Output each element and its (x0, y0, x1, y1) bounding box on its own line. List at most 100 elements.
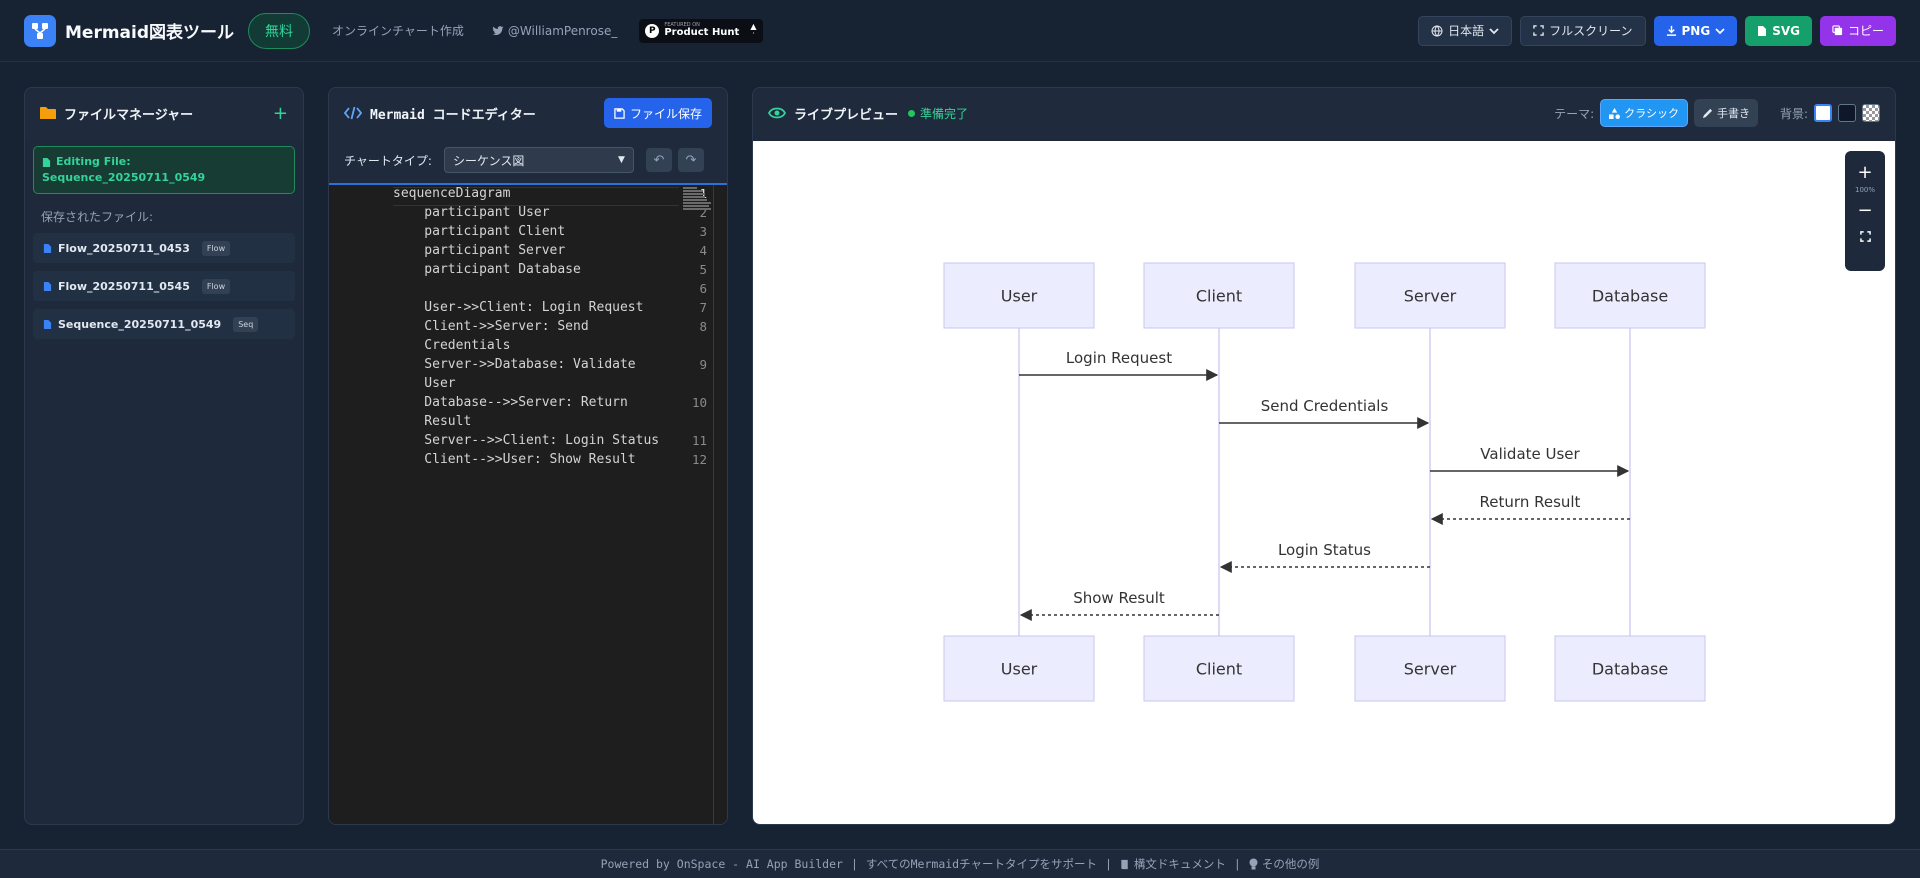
expand-icon (1533, 25, 1544, 36)
file-type-tag: Seq (233, 316, 259, 332)
theme-label: テーマ: (1554, 106, 1595, 121)
message-label: Show Result (1073, 589, 1165, 607)
saved-file-name: Flow_20250711_0545 (58, 279, 190, 293)
undo-button[interactable]: ↶ (645, 148, 672, 172)
saved-file-name: Sequence_20250711_0549 (58, 317, 222, 331)
status-badge: 準備完了 (908, 105, 968, 122)
footer-separator: | (850, 857, 858, 871)
more-examples-link[interactable]: その他の例 (1249, 856, 1320, 872)
zoom-out-button[interactable]: − (1857, 199, 1873, 221)
app-logo-icon (24, 14, 56, 47)
participant-label-bottom: User (1001, 660, 1038, 679)
code-line: participant Database (393, 262, 581, 277)
line-number: 9 (699, 357, 707, 372)
line-number: 11 (691, 433, 707, 448)
redo-button[interactable]: ↷ (677, 148, 704, 172)
file-icon (43, 281, 52, 291)
code-line: Credentials (393, 338, 511, 353)
png-label: PNG (1681, 23, 1711, 38)
background-transparent-swatch[interactable] (1862, 104, 1880, 122)
participant-label-top: Server (1404, 287, 1457, 306)
file-icon (42, 157, 51, 167)
preview-title: ライブプレビュー (794, 107, 899, 123)
participant-label-bottom: Database (1592, 660, 1668, 679)
powered-by-link[interactable]: Powered by OnSpace - AI App Builder (600, 857, 843, 871)
background-dark-swatch[interactable] (1838, 104, 1856, 122)
theme-classic-button[interactable]: クラシック (1600, 99, 1688, 127)
twitter-link[interactable]: @WilliamPenrose_ (492, 24, 617, 38)
chart-type-select[interactable]: シーケンス図 ▼ (443, 147, 634, 173)
fit-screen-icon (1859, 230, 1871, 242)
chart-type-label: チャートタイプ: (344, 153, 432, 168)
code-line: Client->>Server: Send (393, 319, 589, 334)
svg-label: SVG (1772, 23, 1800, 38)
code-line: User->>Client: Login Request (393, 300, 644, 315)
editor-scrollbar[interactable] (713, 185, 727, 824)
footer-separator: | (1104, 857, 1112, 871)
language-select[interactable]: 日本語 (1418, 15, 1513, 46)
copy-label: コピー (1847, 24, 1884, 38)
zoom-controls: + 100% − (1845, 151, 1885, 271)
sequence-diagram: UserUserClientClientServerServerDatabase… (943, 262, 1706, 702)
line-number: 5 (699, 262, 707, 277)
message-label: Send Credentials (1261, 397, 1389, 415)
participant-label-top: User (1001, 287, 1038, 306)
participant-box (943, 262, 1095, 329)
background-label: 背景: (1779, 106, 1808, 121)
syntax-docs-link[interactable]: 構文ドキュメント (1120, 856, 1226, 872)
file-icon (43, 319, 52, 329)
line-number: 8 (699, 319, 707, 334)
folder-icon (40, 107, 56, 119)
code-line: Client-->>User: Show Result (393, 452, 636, 467)
file-manager-panel: ファイルマネージャー + Editing File: Sequence_2025… (24, 87, 304, 825)
line-number: 4 (699, 243, 707, 258)
participant-box (1554, 262, 1706, 329)
new-file-plus-icon[interactable]: + (272, 102, 288, 124)
background-white-swatch[interactable] (1814, 104, 1832, 122)
more-examples-label: その他の例 (1261, 857, 1320, 871)
participant-label-top: Client (1196, 287, 1242, 306)
copy-icon (1832, 25, 1843, 36)
chevron-down-icon: ▼ (618, 155, 625, 165)
editing-file-name: Sequence_20250711_0549 (42, 171, 206, 184)
chart-type-value: シーケンス図 (452, 153, 525, 168)
saved-file-item[interactable]: Flow_20250711_0545 Flow (33, 271, 295, 301)
file-manager-title: ファイルマネージャー (64, 107, 194, 123)
saved-file-item[interactable]: Sequence_20250711_0549 Seq (33, 309, 295, 339)
upvote-arrow-icon: ▲· (750, 22, 757, 38)
participant-box (1143, 262, 1295, 329)
code-line: participant User (393, 205, 550, 220)
file-icon (43, 243, 52, 253)
current-line-highlight (393, 187, 679, 206)
file-type-tag: Flow (201, 278, 231, 294)
export-png-button[interactable]: PNG (1653, 15, 1738, 46)
fit-screen-button[interactable] (1859, 223, 1871, 249)
export-svg-button[interactable]: SVG (1745, 15, 1812, 46)
shapes-icon (1609, 107, 1621, 119)
fullscreen-button[interactable]: フルスクリーン (1520, 15, 1646, 46)
twitter-icon (492, 25, 504, 35)
fullscreen-label: フルスクリーン (1549, 24, 1633, 38)
zoom-level: 100% (1854, 186, 1875, 194)
line-number: 7 (699, 300, 707, 315)
code-line: Server->>Database: Validate (393, 357, 636, 372)
theme-handdrawn-button[interactable]: 手書き (1693, 99, 1758, 127)
redo-icon: ↷ (685, 152, 697, 168)
participant-box (943, 635, 1095, 702)
file-type-tag: Flow (201, 240, 231, 256)
zoom-in-button[interactable]: + (1857, 161, 1873, 183)
participant-label-bottom: Server (1404, 660, 1457, 679)
theme-handdrawn-label: 手書き (1716, 107, 1750, 120)
line-number: 6 (699, 281, 707, 296)
code-icon (344, 106, 362, 120)
footer-support-text: すべてのMermaidチャートタイプをサポート (865, 857, 1097, 871)
copy-button[interactable]: コピー (1819, 15, 1896, 46)
save-file-button[interactable]: ファイル保存 (603, 98, 712, 128)
editing-file-indicator: Editing File: Sequence_20250711_0549 (33, 146, 295, 194)
code-minimap[interactable] (683, 187, 713, 217)
product-hunt-badge[interactable]: P FEATURED ON Product Hunt ▲· (639, 18, 763, 43)
code-line: sequenceDiagram (393, 186, 511, 201)
